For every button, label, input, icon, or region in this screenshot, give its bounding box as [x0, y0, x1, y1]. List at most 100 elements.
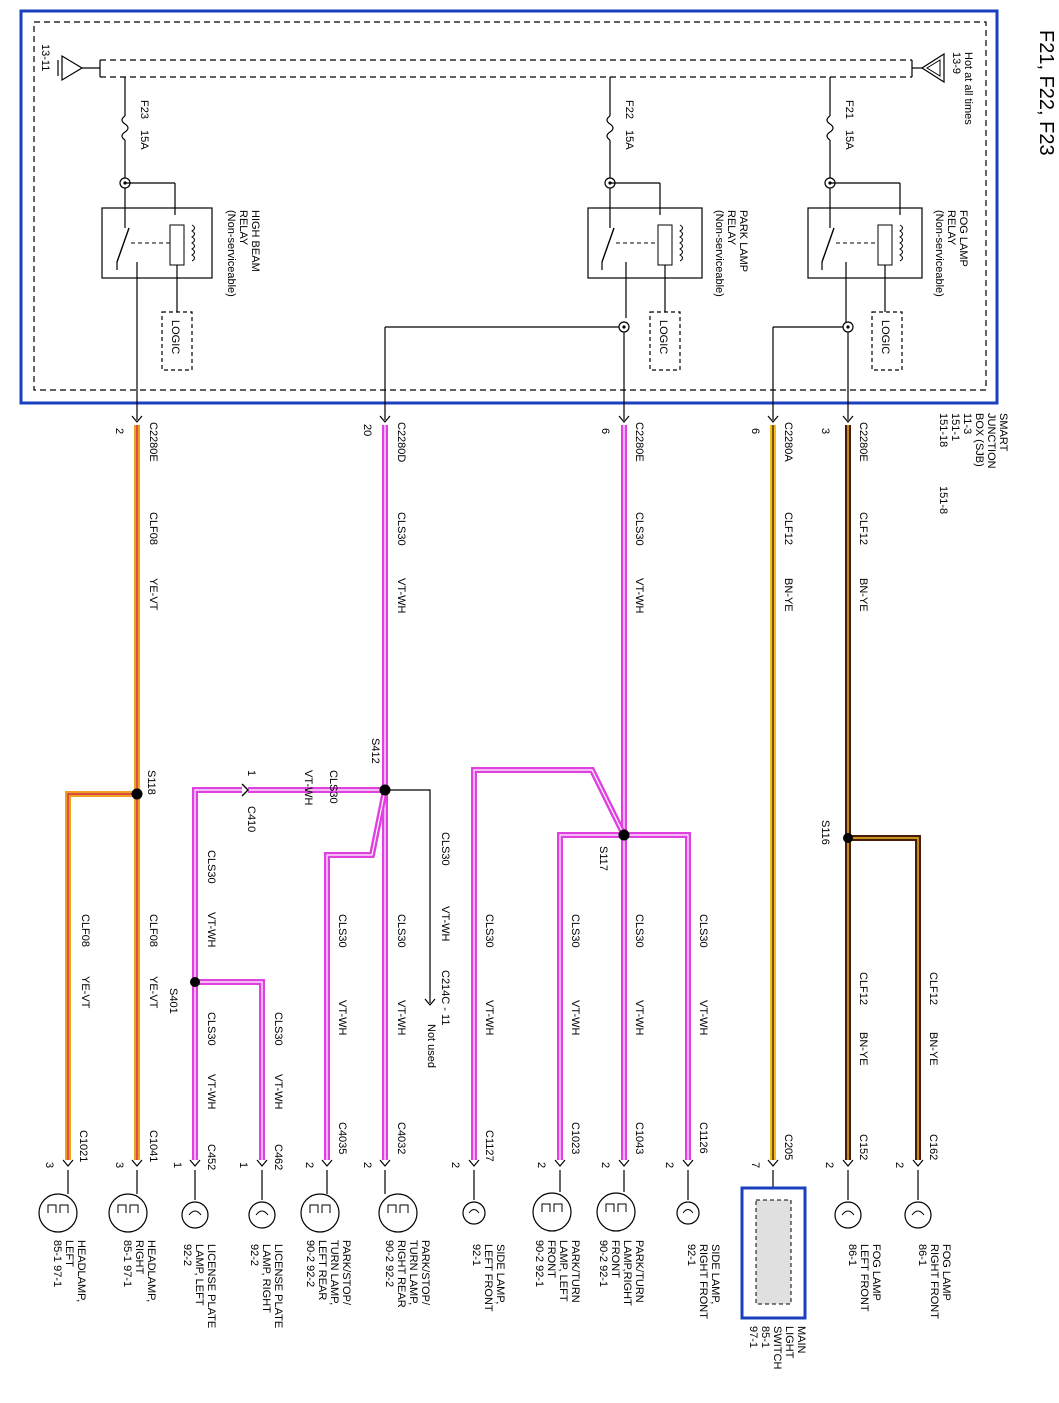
connector-label: C1127 — [483, 1130, 495, 1162]
main-light-switch — [740, 1186, 807, 1320]
load-label: LAMP, RIGHT — [260, 1244, 272, 1313]
logic-label: LOGIC — [879, 320, 891, 354]
circuit-label: CLF12 — [857, 972, 869, 1005]
pin-number: 2 — [663, 1162, 675, 1168]
junction-box-dashed — [33, 21, 987, 391]
load-label: TURN LAMP, — [328, 1240, 340, 1305]
wire-vt-wh — [471, 425, 691, 1160]
load-label: LEFT FRONT — [858, 1244, 870, 1312]
color-label: BN-YE — [782, 578, 794, 612]
junction-box-border — [19, 9, 999, 405]
relay-name: RELAY — [945, 210, 957, 246]
connector-label: C2280E — [633, 422, 645, 462]
logic-box — [649, 311, 681, 371]
relay-name: RELAY — [237, 210, 249, 246]
connector-label: C2280E — [857, 422, 869, 462]
high-beam-relay — [101, 177, 213, 420]
pin-number: 3 — [819, 428, 831, 434]
license-lamp-right-icon — [248, 1201, 276, 1229]
connector-label: C2280D — [395, 422, 407, 462]
fuse-f22 — [606, 77, 614, 178]
connector-label: C205 — [782, 1134, 794, 1160]
circuit-label: CLF12 — [927, 972, 939, 1005]
load-label: LEFT REAR — [316, 1240, 328, 1300]
fuse-name: F23 — [138, 100, 150, 119]
splice-label: S118 — [145, 770, 157, 795]
connector-label: C1043 — [633, 1122, 645, 1154]
connector-label: C1021 — [77, 1130, 89, 1162]
load-label: MAIN — [795, 1326, 807, 1354]
park-turn-left-front-icon — [532, 1192, 572, 1232]
load-label: LIGHT — [783, 1326, 795, 1359]
splice-s118 — [131, 788, 143, 800]
load-label: LICENSE PLATE — [272, 1244, 284, 1328]
load-label: 85-1 — [759, 1326, 771, 1348]
wire-c214-unused — [385, 789, 431, 1003]
park-stop-turn-right-rear-icon — [378, 1193, 418, 1233]
color-label: VT-WH — [439, 906, 451, 941]
relay-note: (Non-serviceable) — [225, 210, 237, 297]
park-stop-turn-left-rear-icon — [300, 1193, 340, 1233]
circuit-label: CLF08 — [147, 512, 159, 545]
color-label: VT-WH — [395, 1000, 407, 1035]
circuit-label: CLS30 — [272, 1012, 284, 1046]
load-label: TURN LAMP, — [407, 1240, 419, 1305]
splice-s117 — [618, 829, 630, 841]
color-label: VT-WH — [483, 1000, 495, 1035]
splice-label: S116 — [819, 820, 831, 845]
connector-label: C1126 — [697, 1122, 709, 1154]
c214-note: Not used — [425, 1024, 437, 1068]
color-label: VT-WH — [569, 1000, 581, 1035]
circuit-label: CLS30 — [633, 512, 645, 546]
connector-label: C2280E — [147, 422, 159, 462]
color-label: VT-WH — [205, 912, 217, 947]
pin-number: 2 — [823, 1162, 835, 1168]
c214-connector: C214C - 11 — [439, 970, 451, 1025]
circuit-label: CLS30 — [205, 1012, 217, 1046]
load-label: 90-2 92-2 — [304, 1240, 316, 1287]
ground-icon — [57, 54, 100, 82]
color-label: YE-VT — [147, 578, 159, 611]
connector-c410 — [241, 783, 249, 797]
color-label: BN-YE — [857, 578, 869, 612]
sjb-label: 11-3 — [961, 413, 973, 434]
fuse-f21 — [826, 77, 834, 178]
wire-ye-vt — [65, 425, 140, 1160]
circuit-label: CLF12 — [857, 512, 869, 545]
color-label: VT-WH — [302, 770, 314, 805]
wire-vt-wh — [192, 425, 388, 1160]
load-label: RIGHT — [133, 1240, 145, 1275]
pin-number: 2 — [361, 1162, 373, 1168]
pin-number: 1 — [237, 1162, 249, 1168]
fuse-rating: 15A — [623, 130, 635, 150]
hot-label: Hot at all times — [962, 52, 974, 125]
load-label: PARK/STOP/ — [419, 1240, 431, 1306]
fog-lamp-right-icon — [904, 1201, 932, 1229]
fuse-f23 — [121, 77, 129, 178]
connector-label: C1041 — [147, 1130, 159, 1162]
color-label: VT-WH — [633, 1000, 645, 1035]
relay-name: RELAY — [725, 210, 737, 246]
relay-name: FOG LAMP — [957, 210, 969, 267]
pin-number: 2 — [303, 1162, 315, 1168]
splice-s401 — [190, 977, 200, 987]
connector-label: C452 — [205, 1144, 217, 1170]
load-label: LEFT FRONT — [482, 1244, 494, 1312]
connector-label: C4035 — [336, 1122, 348, 1154]
load-label: 85-1 97-1 — [51, 1240, 63, 1287]
color-label: YE-VT — [147, 976, 159, 1009]
load-label: 97-1 — [747, 1326, 759, 1348]
pin-number: 6 — [749, 428, 761, 434]
pin-number: 3 — [113, 1162, 125, 1168]
load-label: LAMP, LEFT — [193, 1244, 205, 1306]
connector-label: C1023 — [569, 1122, 581, 1154]
load-label: LAMP,RIGHT — [621, 1240, 633, 1306]
relay-note: (Non-serviceable) — [933, 210, 945, 297]
fuse-rating: 15A — [843, 130, 855, 150]
pin-number: 2 — [113, 428, 125, 434]
color-label: BN-YE — [857, 1032, 869, 1066]
fog-lamp-left-icon — [834, 1201, 862, 1229]
circuit-label: CLS30 — [395, 914, 407, 948]
c410-connector: C410 — [245, 806, 257, 832]
power-source-icon — [912, 52, 945, 84]
